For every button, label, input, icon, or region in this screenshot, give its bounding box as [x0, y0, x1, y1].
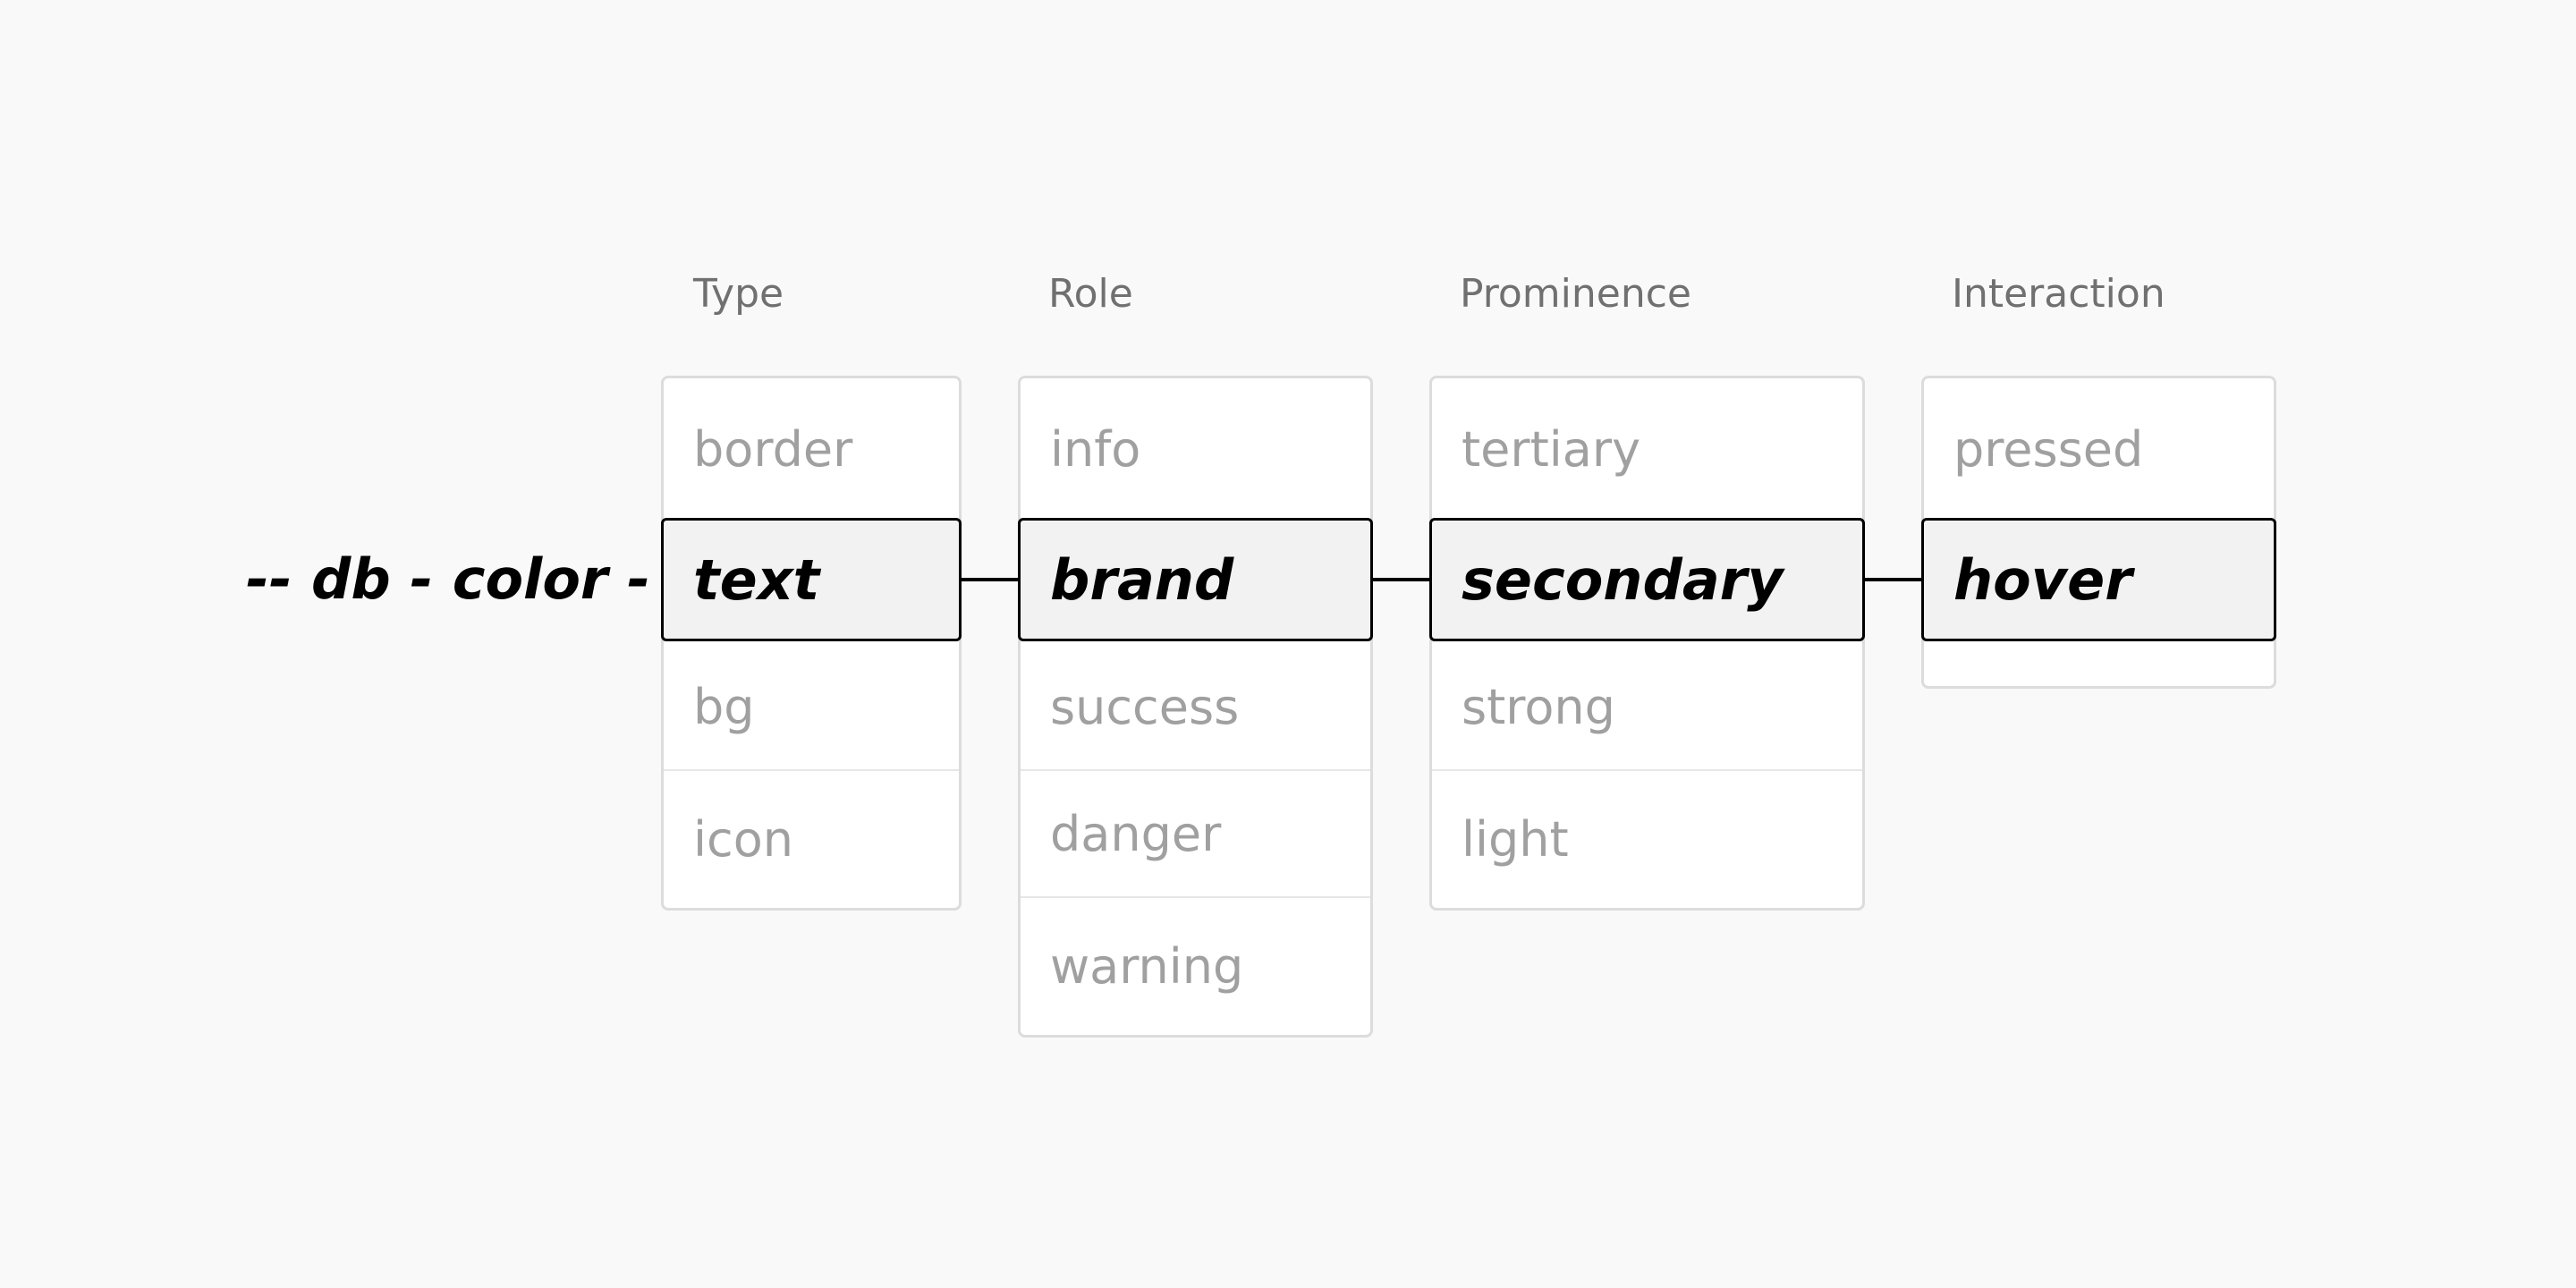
- connector-line: [962, 578, 1018, 581]
- option-item: danger: [1021, 769, 1370, 896]
- connector-line: [1865, 578, 1921, 581]
- selected-role: brand: [1018, 518, 1373, 641]
- selected-type: text: [661, 518, 962, 641]
- token-prefix: -- db - color -: [246, 547, 650, 612]
- option-item: success: [1050, 678, 1240, 735]
- option-item: bg: [693, 678, 755, 735]
- column-role-options: info success danger warning: [1018, 376, 1373, 1038]
- option-item: icon: [664, 769, 959, 908]
- column-header-prominence: Prominence: [1460, 271, 1691, 317]
- column-header-interaction: Interaction: [1952, 271, 2165, 317]
- connector-line: [1373, 578, 1429, 581]
- column-type-options: border bg icon: [661, 376, 962, 911]
- option-item: strong: [1462, 678, 1615, 735]
- option-item: warning: [1021, 896, 1370, 1035]
- column-header-role: Role: [1048, 271, 1133, 317]
- selected-prominence: secondary: [1429, 518, 1865, 641]
- column-prominence-options: tertiary strong light: [1429, 376, 1865, 911]
- option-item: tertiary: [1462, 421, 1641, 478]
- option-item: light: [1432, 769, 1862, 908]
- option-item: pressed: [1953, 421, 2144, 478]
- selected-interaction: hover: [1921, 518, 2276, 641]
- column-header-type: Type: [693, 271, 784, 317]
- option-item: border: [693, 421, 853, 478]
- option-item: info: [1050, 421, 1141, 478]
